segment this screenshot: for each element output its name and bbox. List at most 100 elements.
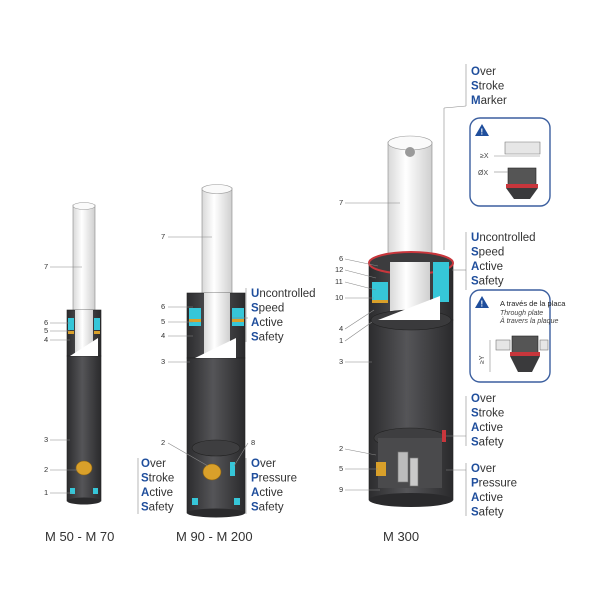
feature-initial: A — [251, 487, 259, 499]
spring-m50 — [66, 202, 102, 505]
feature-initial: A — [251, 317, 259, 329]
feature-rest: ctive — [479, 422, 503, 434]
feature-word: Over — [141, 458, 166, 470]
m50-label: 2 — [44, 465, 48, 474]
part-labels-m300: 7 6 12 11 10 4 1 3 2 5 9 — [335, 198, 343, 494]
leader-lines — [50, 64, 467, 516]
m50-label: 3 — [44, 435, 48, 444]
feature-word: Pressure — [251, 473, 297, 485]
m300-label: 6 — [339, 254, 343, 263]
feature-rest: ressure — [479, 478, 517, 490]
feature-word: Safety — [471, 276, 504, 288]
feature-word: Active — [251, 317, 283, 329]
m50-body — [66, 355, 102, 502]
m90-label: 2 — [161, 438, 165, 447]
feature-rest: ver — [480, 66, 496, 78]
feature-rest: ctive — [149, 487, 173, 499]
feature-initial: O — [471, 66, 480, 78]
m50-ring-left — [68, 331, 74, 334]
m300-seal-right — [433, 262, 449, 302]
feature-initial: S — [251, 502, 259, 514]
feature-word: Over — [471, 393, 496, 405]
m300-ring-left — [372, 300, 388, 303]
m50-cutaway — [70, 338, 98, 356]
m50-rod-top — [72, 202, 96, 210]
m300-red-marker — [442, 430, 446, 442]
m300-label: 9 — [339, 485, 343, 494]
plate-slab-right — [539, 339, 549, 351]
feature-initial: P — [471, 478, 479, 490]
marker-rod-end — [507, 167, 537, 187]
feature-rest: troke — [149, 473, 175, 485]
plate-title: A través de la placa — [500, 299, 566, 308]
feature-word: Active — [251, 487, 283, 499]
marker-dim-depth: ≥X — [480, 153, 489, 160]
feature-word: Safety — [141, 502, 174, 514]
feature-rest: ctive — [479, 261, 503, 273]
feature-word: Active — [141, 487, 173, 499]
m90-base-seal-right — [234, 498, 240, 505]
feature-rest: arker — [481, 95, 507, 107]
feature-rest: ctive — [259, 317, 283, 329]
m300-label: 4 — [339, 324, 343, 333]
feature-rest: afety — [149, 502, 174, 514]
m90-cutaway — [195, 338, 236, 358]
part-labels-m90: 7 6 5 4 3 2 8 — [161, 232, 255, 447]
feature-rest: ctive — [259, 487, 283, 499]
m50-label: 1 — [44, 488, 48, 497]
m50-seal-left — [68, 318, 74, 330]
m300-label: 11 — [335, 277, 343, 286]
feature-initial: S — [141, 473, 149, 485]
m50-label: 6 — [44, 318, 48, 327]
feature-word: Uncontrolled — [471, 232, 536, 244]
marker-dim-diameter: ØX — [478, 170, 488, 177]
marker-plate — [504, 141, 541, 155]
plate-slab-left — [495, 339, 511, 351]
part-labels-m50: 7 6 5 4 3 2 1 — [44, 262, 48, 497]
feature-word: Over — [471, 66, 496, 78]
m300-label: 10 — [335, 293, 343, 302]
feature-initial: S — [471, 81, 479, 93]
feature-initial: S — [471, 276, 479, 288]
m90-bottom-chamber — [191, 439, 241, 457]
m300-cutaway — [378, 296, 440, 320]
m90-seal-right — [232, 308, 244, 326]
feature-initial: O — [141, 458, 150, 470]
m90-body — [186, 357, 246, 514]
feature-word: Stroke — [471, 81, 504, 93]
feature-word: Safety — [471, 507, 504, 519]
plate-ring — [510, 352, 540, 356]
feature-initial: P — [251, 473, 259, 485]
m300-spring-coil — [409, 457, 419, 487]
feature-initial: A — [471, 261, 479, 273]
warning-icon — [475, 296, 489, 308]
m50-valve — [75, 460, 93, 476]
feature-initial: O — [471, 393, 480, 405]
feature-word: Active — [471, 422, 503, 434]
m90-ring-right — [232, 319, 244, 322]
m300-base — [369, 493, 453, 507]
m50-base-seal-left — [70, 488, 75, 494]
feature-initial: U — [471, 232, 479, 244]
plate-dim: ≥Y — [479, 355, 486, 364]
m300-label: 5 — [339, 464, 343, 473]
feature-word: Safety — [251, 332, 284, 344]
model-caption-m90: M 90 - M 200 — [176, 529, 253, 544]
feature-word: Over — [251, 458, 276, 470]
feature-rest: troke — [479, 408, 505, 420]
feature-rest: peed — [479, 247, 505, 259]
feature-rest: afety — [259, 332, 284, 344]
callout-marker: ! ≥X ØX — [469, 117, 551, 207]
feature-word: Speed — [471, 247, 504, 259]
callout-plate: ! A través de la placa Through plate À t… — [469, 289, 566, 383]
feature-word: Marker — [471, 95, 507, 107]
feature-word: Active — [471, 261, 503, 273]
m300-label: 3 — [339, 357, 343, 366]
warning-icon-mark: ! — [481, 300, 484, 309]
feature-rest: afety — [479, 437, 504, 449]
